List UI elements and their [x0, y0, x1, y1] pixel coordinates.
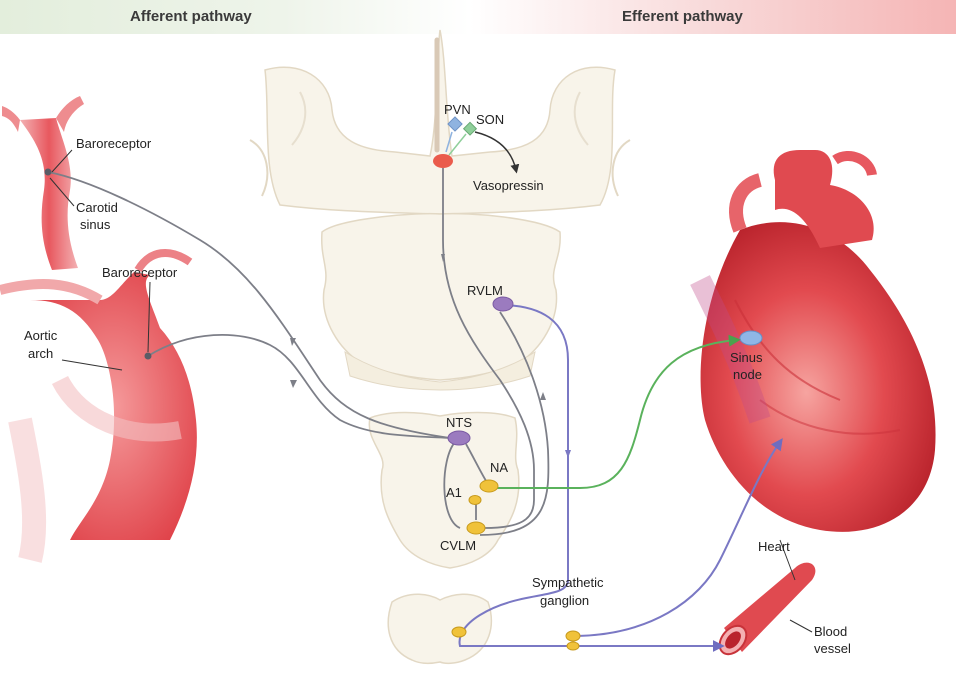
- heart-label: Heart: [758, 539, 790, 554]
- rvlm-label: RVLM: [467, 283, 503, 298]
- pvn-descending-line: [442, 168, 535, 529]
- carotid-label-2: sinus: [80, 217, 111, 232]
- paraventricular-red-nucleus: [433, 154, 453, 168]
- nts-label: NTS: [446, 415, 472, 430]
- vagal-efferent-line: [492, 334, 741, 489]
- spinal-cord-section: [387, 593, 492, 665]
- ganglion-node-1: [565, 630, 581, 642]
- aortic-arch: [0, 248, 197, 563]
- brain-section: [249, 29, 631, 215]
- pvn-label: PVN: [444, 102, 471, 117]
- aortic-afferent-line: [147, 333, 451, 439]
- carotid-leader: [49, 177, 75, 207]
- pons-lower-lip: [344, 350, 536, 391]
- baroreceptor-mid-label: Baroreceptor: [102, 265, 178, 280]
- vasopressin-label: Vasopressin: [473, 178, 544, 193]
- rvlm-cvlm-loop-line: [479, 311, 550, 536]
- sinus-node-dot: [739, 330, 763, 346]
- son-label: SON: [476, 112, 504, 127]
- vasopressin-arrow: [474, 131, 520, 174]
- aortic-baroreceptor-dot: [144, 352, 152, 360]
- a1-node: [468, 495, 482, 505]
- sinus-node-label-2: node: [733, 367, 762, 382]
- ganglion-node-2: [566, 641, 580, 651]
- carotid-label-1: Carotid: [76, 200, 118, 215]
- aortic-label-1: Aortic: [24, 328, 58, 343]
- rvlm-loop-arrowhead: [540, 392, 546, 400]
- efferent-header: Efferent pathway: [622, 8, 743, 25]
- sympathetic-label-2: ganglion: [540, 593, 589, 608]
- pvn-link: [445, 131, 453, 153]
- aortic-label-2: arch: [28, 346, 53, 361]
- heart-leader: [779, 539, 796, 581]
- carotid-baroreceptor-dot: [44, 168, 52, 176]
- blood-vessel-leader: [789, 619, 813, 633]
- blood-label-2: vessel: [814, 641, 851, 656]
- rvlm-node: [492, 296, 514, 312]
- efferent-header-band: Efferent pathway: [470, 0, 956, 34]
- carotid-afferent-line: [47, 171, 451, 439]
- cvlm-node: [466, 521, 486, 535]
- baroreceptor-top-label: Baroreceptor: [76, 136, 152, 151]
- blood-label-1: Blood: [814, 624, 847, 639]
- sympathetic-heart-line: [571, 438, 783, 637]
- nts-cvlm-line: [443, 441, 461, 529]
- a1-label: A1: [446, 485, 462, 500]
- spinal-node: [451, 626, 467, 638]
- na-label: NA: [490, 460, 508, 475]
- heart-illustration: [690, 150, 936, 532]
- baroreceptor-mid-leader: [147, 281, 151, 353]
- pvn-diamond: [447, 116, 463, 132]
- afferent-header-band: Afferent pathway: [0, 0, 470, 34]
- afferent-header: Afferent pathway: [130, 8, 252, 25]
- afferent-arrowhead-1: [290, 338, 296, 346]
- blood-vessel: [718, 562, 816, 656]
- nts-node: [447, 430, 471, 446]
- carotid-artery: [2, 96, 84, 270]
- pvn-line-arrowhead: [441, 254, 445, 262]
- son-diamond: [462, 121, 478, 136]
- son-link: [448, 133, 467, 156]
- sinus-node-label-1: Sinus: [730, 350, 763, 365]
- aortic-leader: [61, 359, 123, 371]
- cvlm-label: CVLM: [440, 538, 476, 553]
- sympathetic-label-1: Sympathetic: [532, 575, 604, 590]
- baroreceptor-top-leader: [51, 149, 73, 173]
- afferent-arrowhead-2: [290, 380, 297, 388]
- na-node: [479, 479, 499, 493]
- sympathetic-arrowhead: [565, 450, 571, 458]
